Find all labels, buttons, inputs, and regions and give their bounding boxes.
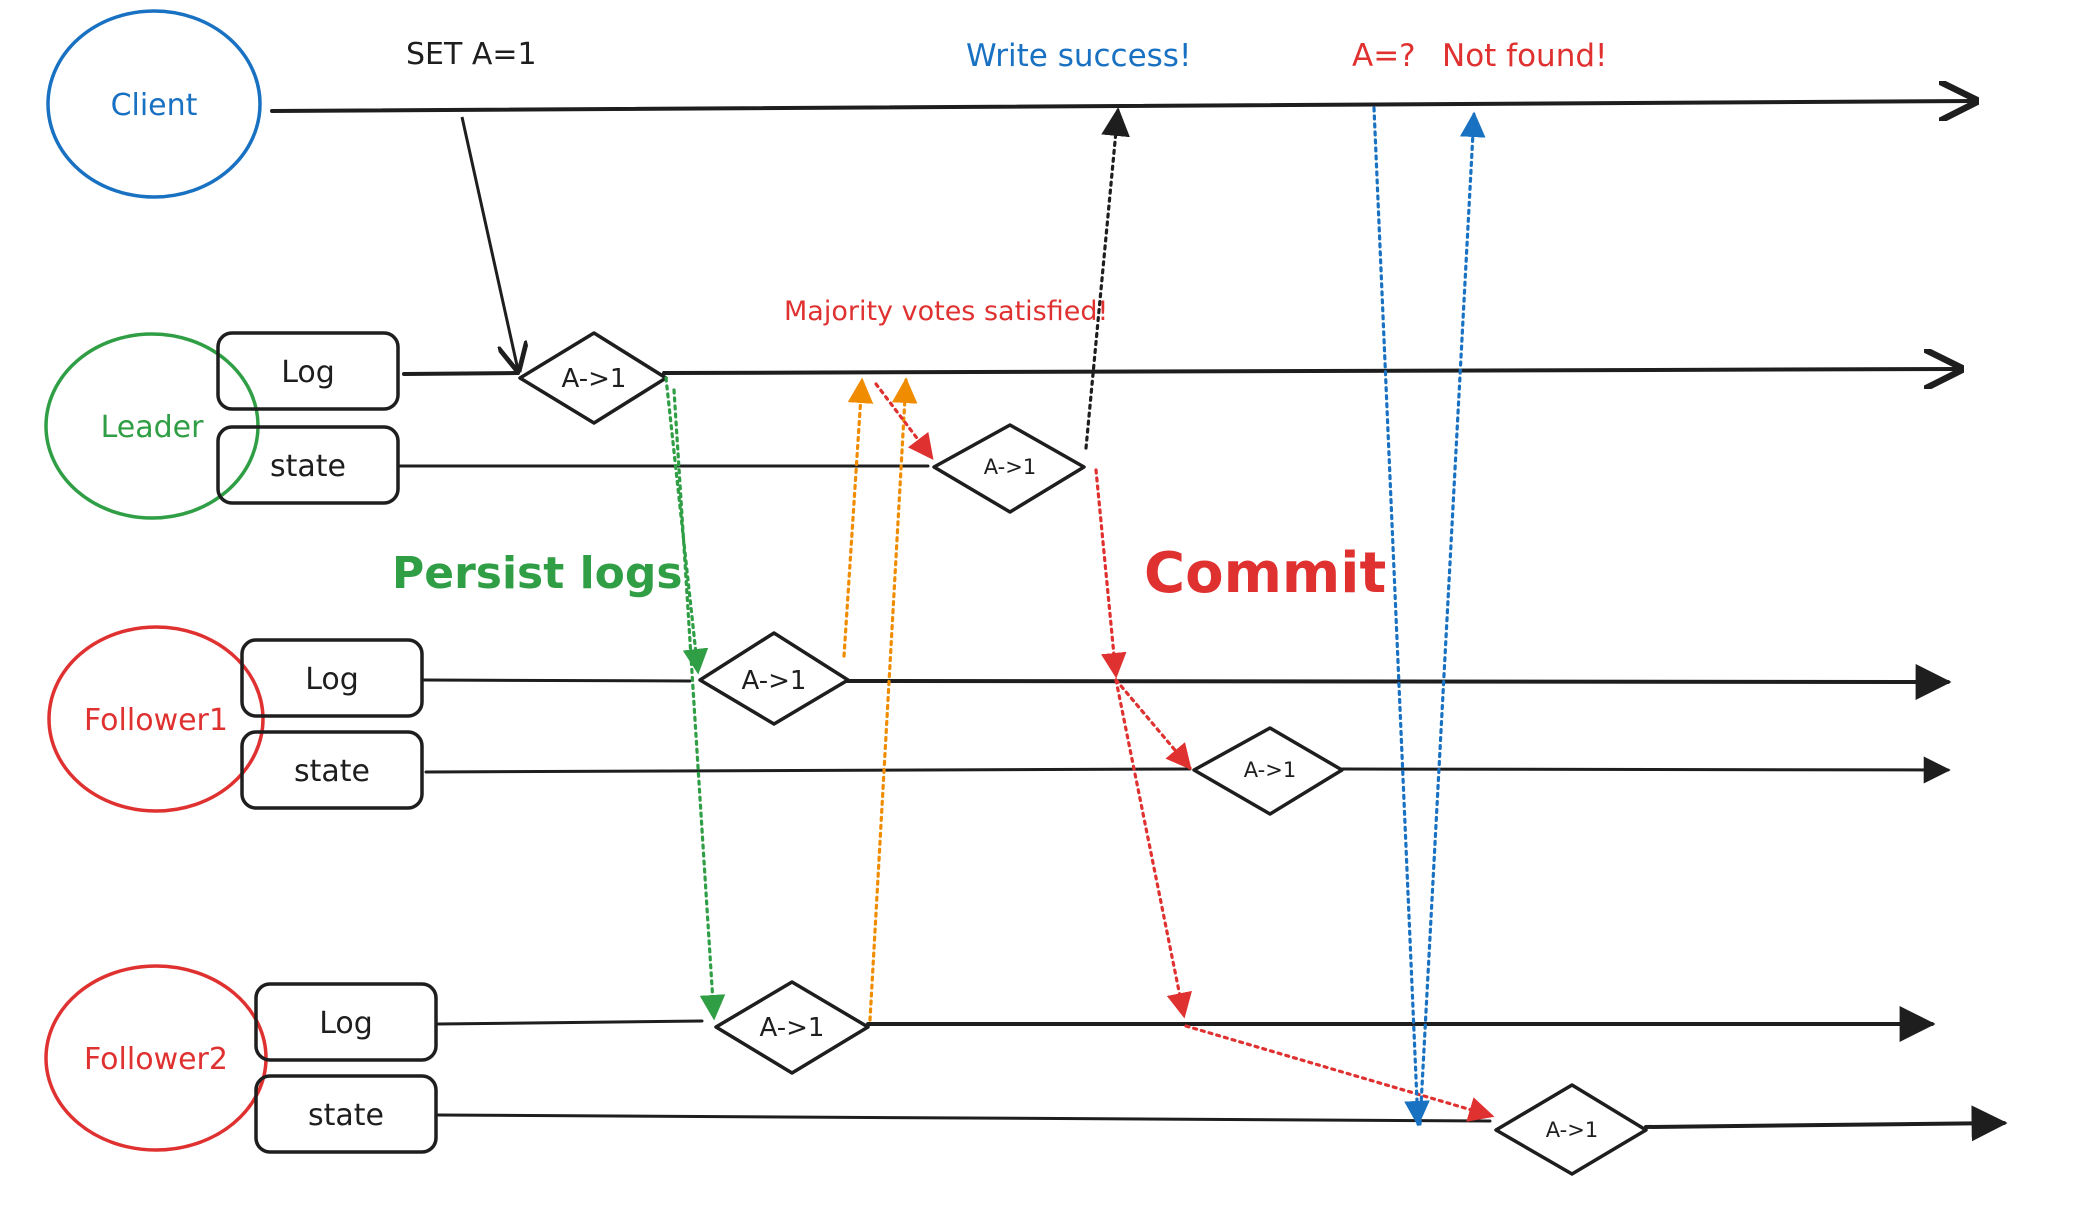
follower1-log-timeline-a <box>422 678 692 683</box>
client-circle <box>46 9 262 199</box>
commit-arrow-follower1-log <box>1094 468 1127 679</box>
majority-label: Majority votes satisfied! <box>784 296 1108 327</box>
follower2-log-entry-label: A->1 <box>760 1013 825 1043</box>
follower1-state-entry-diamond <box>1192 726 1344 816</box>
follower2-log-label: Log <box>319 1006 373 1041</box>
follower2-state-entry-label: A->1 <box>1546 1118 1598 1142</box>
leader-state-box <box>216 425 400 505</box>
read-query-arrow <box>1372 106 1430 1127</box>
leader-state-label: state <box>270 449 346 484</box>
persist-logs-label: Persist logs <box>392 548 683 599</box>
follower2-state-label: state <box>308 1098 384 1133</box>
box-labels: Log state Log state Log state <box>270 355 384 1133</box>
node-follower2: Follower2 <box>44 964 268 1152</box>
follower1-state-box <box>240 730 424 810</box>
client-timeline <box>270 101 1975 111</box>
leader-log-entry-label: A->1 <box>562 364 627 394</box>
follower2-log-box <box>254 982 438 1062</box>
entries <box>518 331 1648 1176</box>
node-follower1: Follower1 <box>47 625 265 813</box>
follower2-state-timeline-b <box>1644 1105 2008 1142</box>
follower2-state-timeline-a <box>436 1113 1492 1123</box>
follower2-label: Follower2 <box>84 1042 228 1077</box>
follower1-log-entry-diamond <box>698 631 850 726</box>
follower1-state-entry-label: A->1 <box>1244 758 1296 782</box>
ack-arrow-follower1 <box>842 377 874 658</box>
majority-to-state-arrow <box>874 382 934 461</box>
node-client: Client <box>46 9 262 199</box>
leader-state-entry-diamond <box>932 423 1086 514</box>
node-leader: Leader <box>44 332 260 520</box>
persist-arrow-follower2 <box>672 388 726 1021</box>
leader-log-timeline-b <box>662 369 1960 373</box>
leader-label: Leader <box>101 410 205 445</box>
follower1-circle <box>47 625 265 813</box>
not-found-label: Not found! <box>1442 38 1607 74</box>
client-label: Client <box>111 88 198 123</box>
follower1-label: Follower1 <box>84 703 228 738</box>
annotations: SET A=1 Write success! A=? Not found! Ma… <box>392 37 1607 606</box>
follower1-log-entry-label: A->1 <box>742 666 807 696</box>
commit-label: Commit <box>1144 541 1386 606</box>
leader-log-timeline-a <box>402 371 520 376</box>
follower2-log-timeline-a <box>436 1019 704 1026</box>
timelines <box>270 101 2008 1142</box>
leader-log-box <box>216 331 400 411</box>
commit-arrow-follower1-state <box>1114 678 1192 770</box>
follower2-state-entry-diamond <box>1494 1083 1648 1176</box>
follower1-log-label: Log <box>305 662 359 697</box>
commit-arrow-follower2-state <box>1184 1024 1495 1122</box>
follower1-state-timeline-b <box>1340 756 1951 784</box>
follower2-log-entry-diamond <box>714 980 870 1075</box>
ack-arrow-follower2 <box>868 377 918 1022</box>
write-success-label: Write success! <box>966 38 1191 74</box>
leader-state-entry-label: A->1 <box>984 455 1036 479</box>
leader-log-entry-diamond <box>518 331 668 425</box>
flow-arrows <box>664 106 1495 1127</box>
set-request-label: SET A=1 <box>406 37 537 72</box>
set-request-arrow <box>460 116 518 370</box>
leader-log-label: Log <box>281 355 335 390</box>
read-response-arrow <box>1418 111 1486 1126</box>
read-query-label: A=? <box>1352 38 1416 74</box>
write-success-arrow <box>1084 107 1130 450</box>
follower1-state-timeline-a <box>424 767 1192 774</box>
entry-labels: A->1 A->1 A->1 A->1 A->1 A->1 <box>562 364 1599 1142</box>
commit-arrow-follower2-log <box>1114 678 1192 1019</box>
boxes <box>216 331 438 1154</box>
follower1-state-label: state <box>294 754 370 789</box>
follower2-state-box <box>254 1074 438 1154</box>
follower1-log-box <box>240 638 424 718</box>
follower1-log-timeline-b <box>844 663 1952 700</box>
